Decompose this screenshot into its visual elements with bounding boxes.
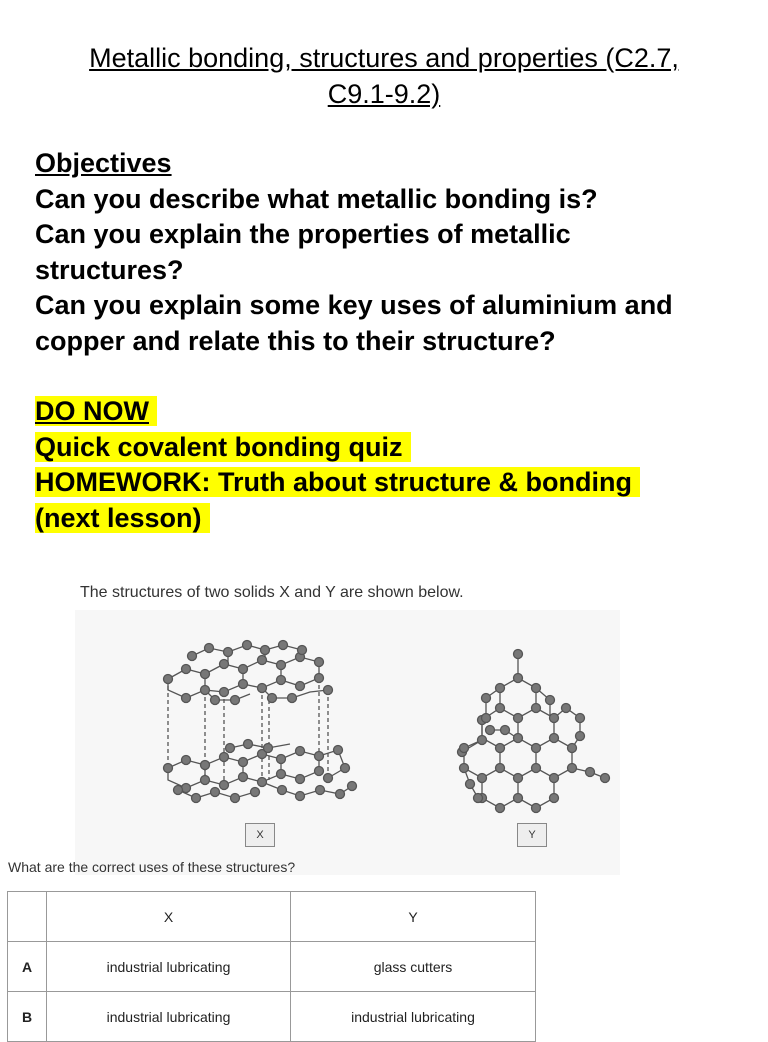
table-header-cell <box>7 891 47 942</box>
table-cell: industrial lubricating <box>46 991 291 1042</box>
structure-y-diamond <box>456 648 611 814</box>
label-x: X <box>245 823 275 847</box>
table-header-cell: X <box>46 891 291 942</box>
page-title: Metallic bonding, structures and propert… <box>20 40 748 112</box>
objective-3: Can you explain some key uses of alumini… <box>35 290 673 356</box>
answer-table: X Y A industrial lubricating glass cutte… <box>7 891 536 1042</box>
title-line-1: Metallic bonding, structures and propert… <box>89 43 679 73</box>
table-header-row: X Y <box>7 891 536 942</box>
objective-2: Can you explain the properties of metall… <box>35 219 571 285</box>
figure-caption: The structures of two solids X and Y are… <box>80 584 464 601</box>
homework-task: HOMEWORK: Truth about structure & bondin… <box>35 467 640 497</box>
objectives-heading: Objectives <box>35 148 172 178</box>
row-key: B <box>7 991 47 1042</box>
table-cell: industrial lubricating <box>290 991 536 1042</box>
quiz-task: Quick covalent bonding quiz <box>35 431 411 462</box>
table-row: B industrial lubricating industrial lubr… <box>7 991 536 1042</box>
label-y: Y <box>517 823 547 847</box>
tasks-section: DO NOW Quick covalent bonding quiz HOMEW… <box>35 394 735 536</box>
table-header-cell: Y <box>290 891 536 942</box>
table-cell: glass cutters <box>290 941 536 992</box>
table-row: A industrial lubricating glass cutters <box>7 941 536 992</box>
homework-task-cont: (next lesson) <box>35 502 210 533</box>
table-cell: industrial lubricating <box>46 941 291 992</box>
title-line-2: C9.1-9.2) <box>327 79 441 109</box>
objective-1: Can you describe what metallic bonding i… <box>35 183 598 214</box>
structure-x-graphite <box>162 639 358 804</box>
row-key: A <box>7 941 47 992</box>
question-text: What are the correct uses of these struc… <box>8 859 296 875</box>
objectives-section: Objectives Can you describe what metalli… <box>35 146 735 536</box>
do-now-label: DO NOW <box>35 396 157 426</box>
